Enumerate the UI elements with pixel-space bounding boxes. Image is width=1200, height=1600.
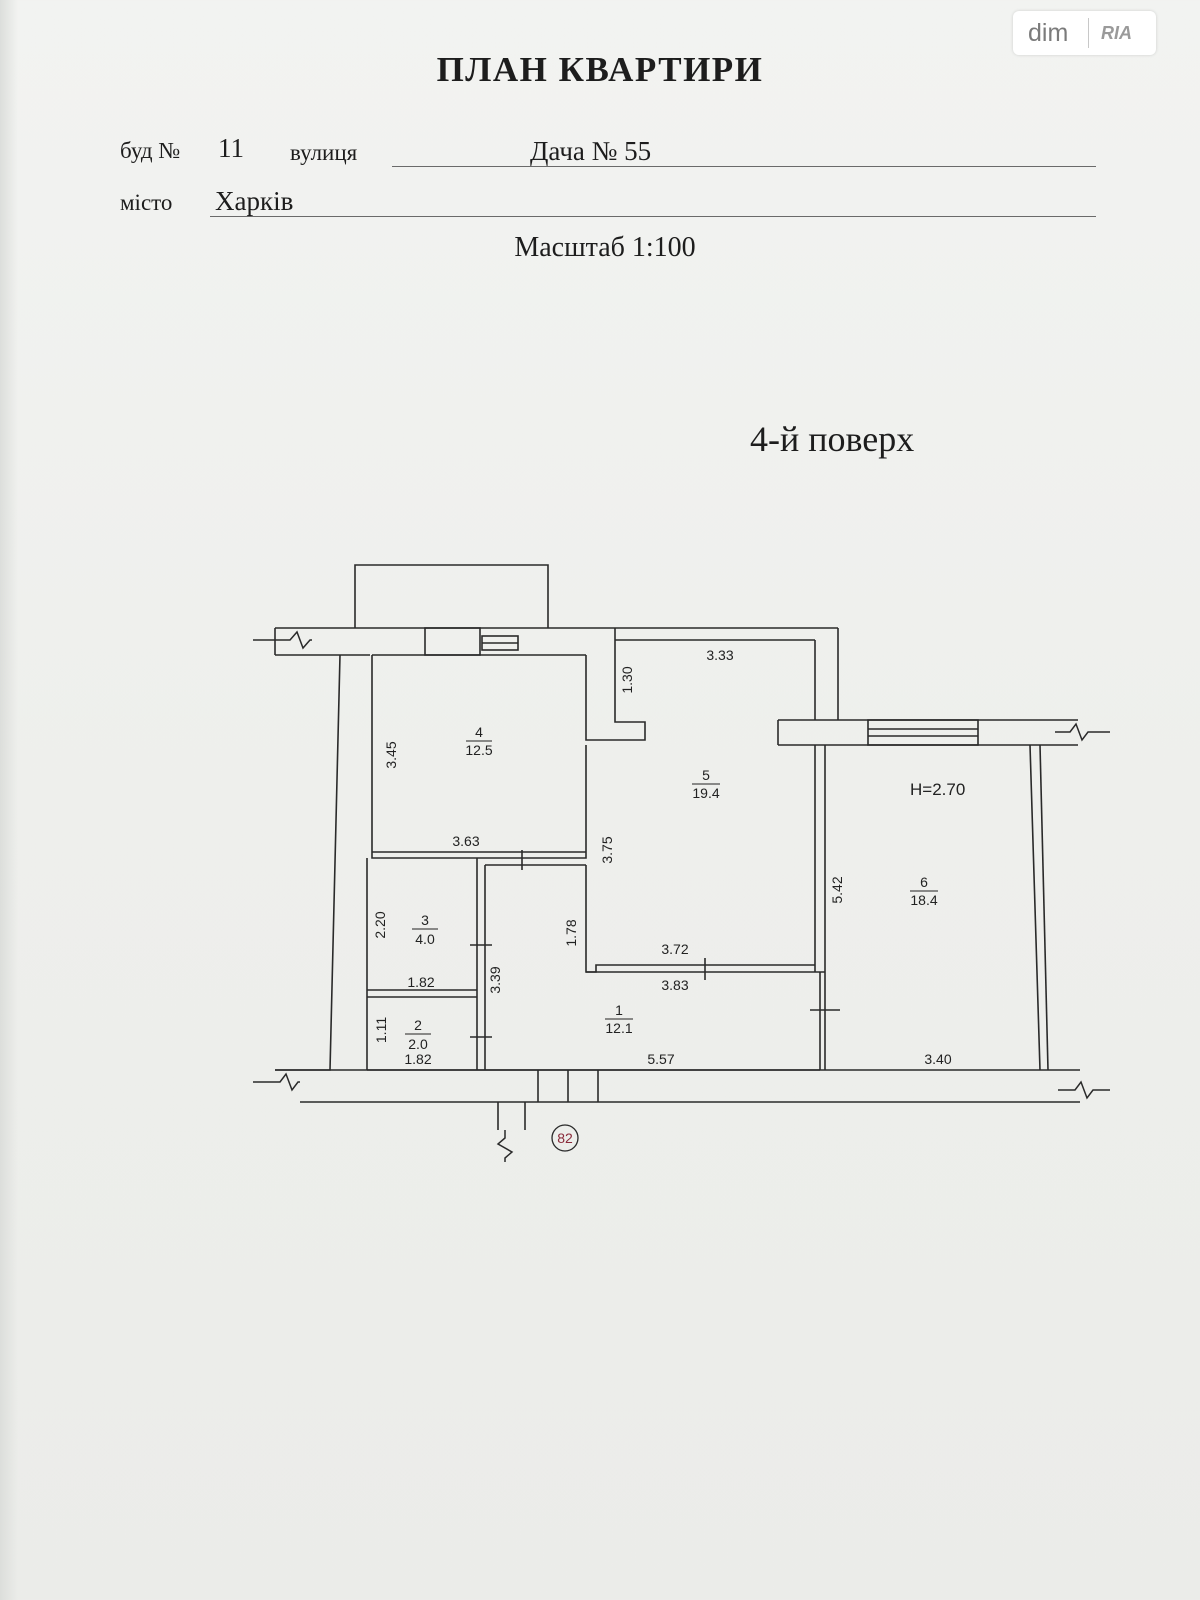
- city-label: місто: [120, 190, 173, 215]
- dim-room3-height: 2.20: [372, 911, 388, 938]
- dim-room5-width: 3.33: [706, 647, 733, 663]
- break-line-bottom-left: [253, 1072, 300, 1092]
- building-label: буд №: [120, 138, 181, 163]
- room-3-number: 3: [421, 912, 429, 928]
- dim-room1-width: 5.57: [647, 1051, 674, 1067]
- dim-room5-bottom: 3.72: [661, 941, 688, 957]
- room-3-area: 4.0: [415, 931, 435, 947]
- street-label: вулиця: [290, 140, 358, 165]
- logo-ria-text: RIA: [1101, 22, 1132, 43]
- dim-room6-width: 3.40: [924, 1051, 951, 1067]
- entrance-circle: [551, 1124, 579, 1152]
- city-value: Харків: [215, 186, 294, 216]
- room-labels: 4 12.5 5 19.4 6 18.4 3 4.0 2 2.0 1 12.1 …: [405, 724, 965, 1052]
- city-underline: [210, 216, 1096, 217]
- logo-dim-text: dim: [1028, 18, 1069, 47]
- room-2-area: 2.0: [408, 1036, 428, 1052]
- room-2-number: 2: [414, 1017, 422, 1033]
- break-line-entrance: [496, 1130, 514, 1162]
- building-number: 11: [218, 133, 244, 163]
- street-value: Дача № 55: [530, 136, 652, 166]
- room-4-area: 12.5: [465, 742, 492, 758]
- room-4-number: 4: [475, 724, 483, 740]
- floor-label: 4-й поверх: [750, 419, 915, 459]
- plan-walls: [274, 564, 1080, 1130]
- dim-room1-left: 3.39: [487, 966, 503, 993]
- room-1-number: 1: [615, 1002, 623, 1018]
- logo-divider: [1088, 18, 1089, 48]
- room-6-area: 18.4: [910, 892, 937, 908]
- room-5-area: 19.4: [692, 785, 719, 801]
- room-1-area: 12.1: [605, 1020, 632, 1036]
- street-underline: [392, 166, 1096, 167]
- entrance-marker: 82: [551, 1124, 579, 1152]
- scale-label: Масштаб 1:100: [514, 232, 696, 263]
- break-line-bottom-right: [1058, 1080, 1110, 1100]
- dim-room1-step: 1.78: [563, 919, 579, 946]
- dim-room5-height: 3.75: [599, 836, 615, 863]
- dim-room2-height: 1.11: [373, 1017, 389, 1043]
- ceiling-height: H=2.70: [910, 780, 965, 799]
- entrance-number: 82: [557, 1130, 573, 1146]
- dimension-labels: 3.33 1.30 3.45 3.63 3.75 5.42 2.20 1.82 …: [372, 647, 952, 1067]
- dim-room1-top: 3.83: [661, 977, 688, 993]
- break-line-upper-right: [1055, 722, 1110, 742]
- dim-room4-height: 3.45: [383, 741, 399, 768]
- dim-room5-notch: 1.30: [619, 666, 635, 693]
- dimria-logo: dim RIA: [1013, 11, 1156, 55]
- room-5-number: 5: [702, 767, 710, 783]
- break-line-top-left: [253, 630, 312, 650]
- room-6-number: 6: [920, 874, 928, 890]
- break-lines: [253, 630, 1110, 1162]
- dim-room3-width: 1.82: [407, 974, 434, 990]
- page-title: ПЛАН КВАРТИРИ: [436, 50, 764, 89]
- dim-room4-width: 3.63: [452, 833, 479, 849]
- dim-room2-width: 1.82: [404, 1051, 431, 1067]
- paper-edge-shadow: [0, 0, 18, 1600]
- dim-room6-height: 5.42: [829, 876, 845, 903]
